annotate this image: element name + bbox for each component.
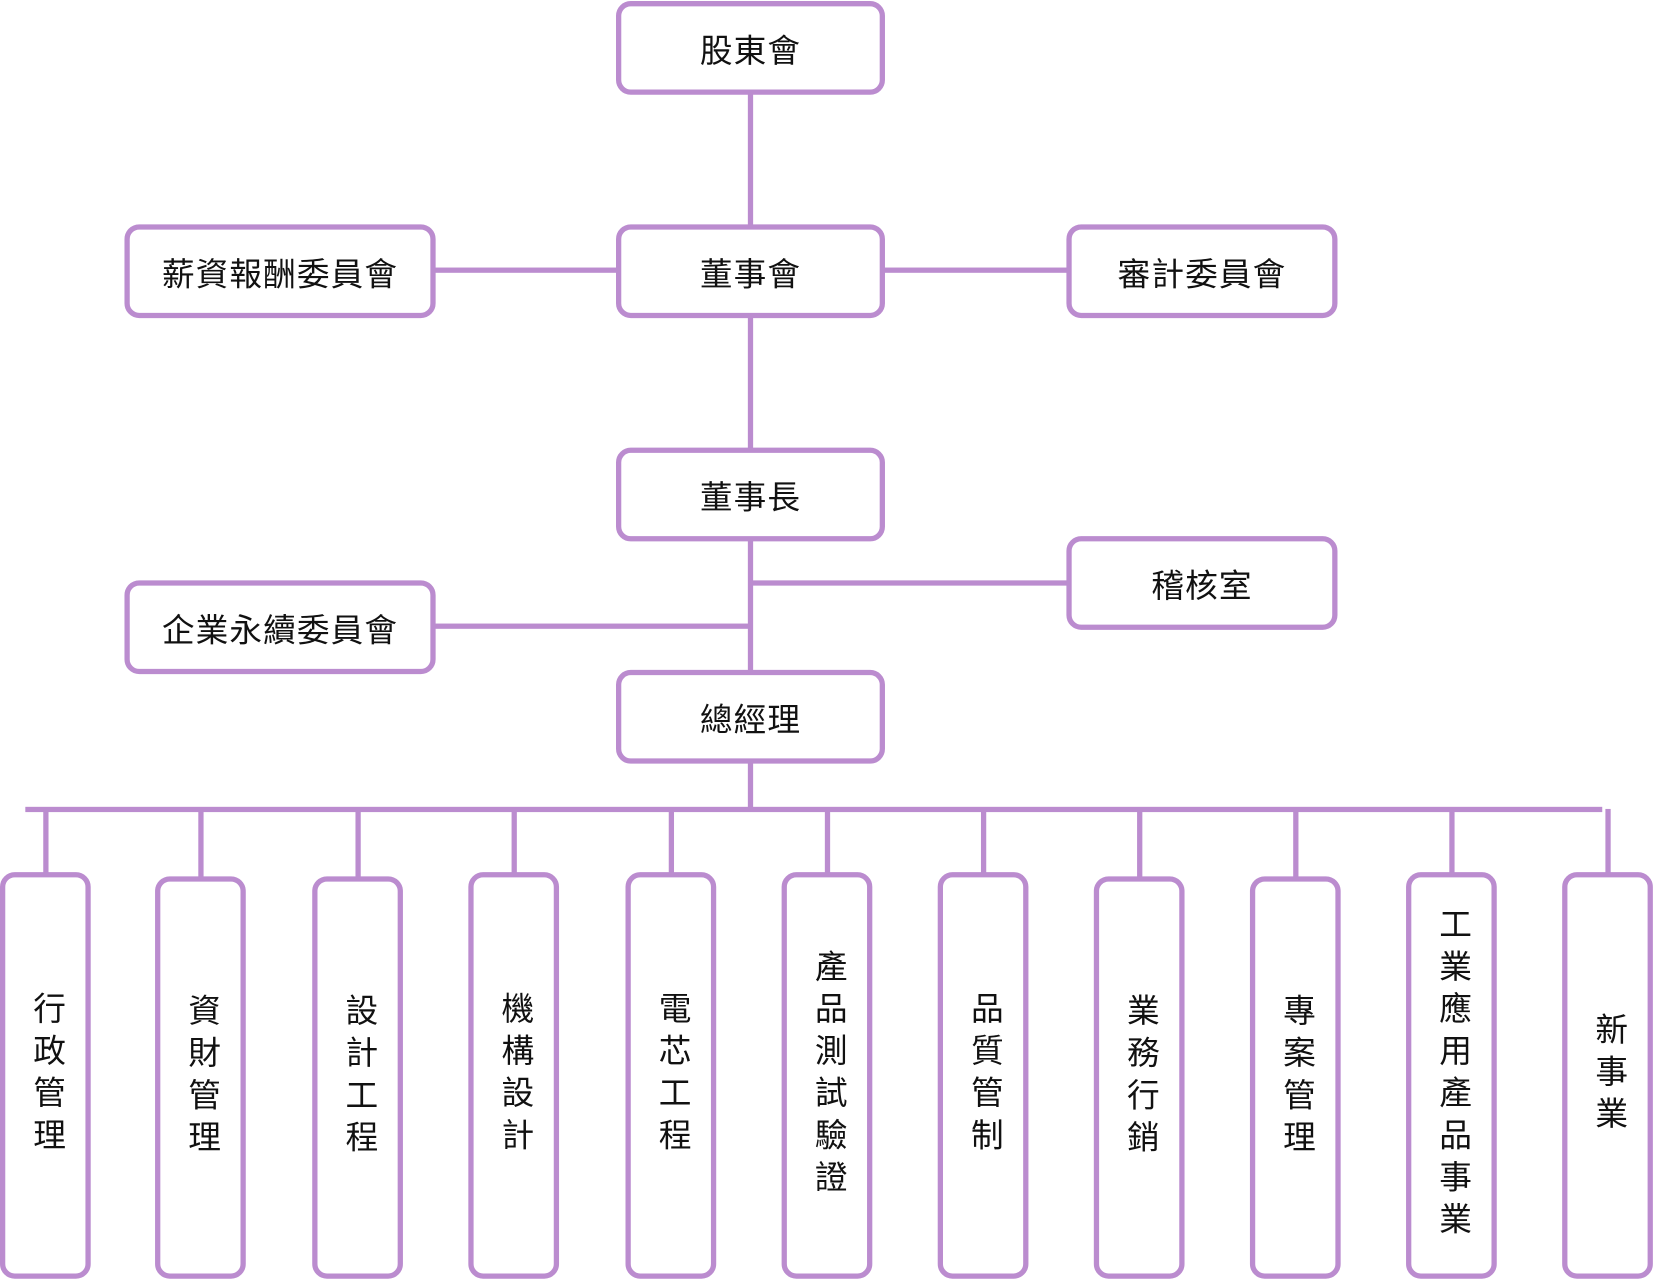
department-node[interactable]: 工業應用產品事業 (1406, 872, 1497, 1279)
department-label: 機構設計 (495, 991, 534, 1160)
department-label: 專案管理 (1276, 993, 1315, 1162)
department-label: 資財管理 (181, 993, 220, 1162)
connector-department-7 (980, 808, 986, 876)
compensation-committee-label: 薪資報酬委員會 (161, 255, 399, 294)
department-node[interactable]: 專案管理 (1249, 876, 1341, 1279)
department-label: 業務行銷 (1120, 993, 1159, 1162)
department-node[interactable]: 機構設計 (468, 872, 560, 1279)
shareholders-label: 股東會 (699, 32, 802, 71)
sustainability-committee-node[interactable]: 企業永續委員會 (124, 580, 436, 675)
connector-board-chairman (747, 313, 754, 451)
department-node[interactable]: 行政管理 (0, 872, 91, 1279)
department-label: 新事業 (1589, 1012, 1628, 1139)
department-label: 產品測試驗證 (808, 949, 847, 1202)
connector-department-9 (1292, 808, 1298, 880)
connector-department-6 (824, 808, 830, 876)
connector-shareholders-board (747, 92, 754, 228)
sustainability-committee-label: 企業永續委員會 (161, 611, 399, 650)
department-node[interactable]: 產品測試驗證 (781, 872, 873, 1279)
connector-department-8 (1136, 808, 1142, 880)
shareholders-node[interactable]: 股東會 (616, 1, 885, 95)
chairman-node[interactable]: 董事長 (616, 447, 885, 542)
department-label: 品質管制 (964, 991, 1003, 1160)
department-label: 電芯工程 (652, 991, 691, 1160)
board-label: 董事會 (699, 255, 802, 294)
general-manager-label: 總經理 (699, 701, 802, 740)
department-label: 工業應用產品事業 (1432, 906, 1471, 1244)
connector-audit-office (751, 580, 1070, 586)
audit-committee-node[interactable]: 審計委員會 (1066, 224, 1338, 319)
department-label: 設計工程 (339, 993, 378, 1162)
department-label: 行政管理 (26, 991, 65, 1160)
chairman-label: 董事長 (699, 479, 802, 518)
connector-department-5 (668, 808, 674, 876)
general-manager-node[interactable]: 總經理 (616, 669, 885, 764)
department-bus-line (25, 806, 1603, 813)
connector-chairman-gm (747, 537, 754, 675)
connector-compensation-board (432, 267, 619, 273)
department-node[interactable]: 資財管理 (155, 876, 246, 1279)
board-node[interactable]: 董事會 (616, 224, 885, 319)
department-node[interactable]: 電芯工程 (625, 872, 717, 1279)
connector-gm-bus (747, 760, 754, 812)
connector-board-audit (881, 267, 1070, 273)
department-node[interactable]: 新事業 (1562, 872, 1653, 1279)
audit-office-node[interactable]: 稽核室 (1066, 536, 1338, 630)
department-node[interactable]: 品質管制 (937, 872, 1029, 1279)
audit-office-label: 稽核室 (1151, 567, 1253, 606)
department-node[interactable]: 業務行銷 (1093, 876, 1185, 1279)
department-node[interactable]: 設計工程 (312, 876, 403, 1279)
connector-sustainability (432, 623, 749, 629)
connector-department-10 (1448, 808, 1455, 876)
compensation-committee-node[interactable]: 薪資報酬委員會 (124, 224, 436, 319)
connector-department-4 (511, 808, 517, 876)
connector-department-3 (354, 808, 361, 880)
connector-department-11 (1604, 808, 1611, 876)
audit-committee-label: 審計委員會 (1117, 255, 1287, 294)
connector-department-1 (42, 808, 48, 876)
connector-department-2 (197, 808, 204, 880)
